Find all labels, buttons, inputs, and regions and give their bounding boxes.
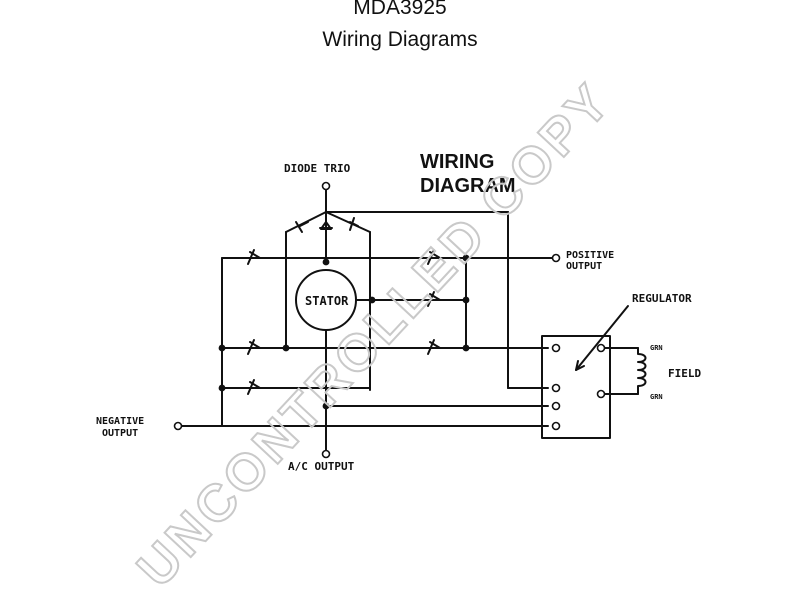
stator: STATOR xyxy=(295,269,373,453)
diode-symbol xyxy=(247,339,261,355)
positive-output-label-1: POSITIVE xyxy=(566,250,614,261)
page-title: MDA3925 xyxy=(353,0,447,19)
positive-output-terminal xyxy=(551,253,561,263)
watermark: UNCONTROLLED COPY xyxy=(126,72,623,599)
negative-output-label-2: OUTPUT xyxy=(102,428,138,439)
diode-trio-terminal xyxy=(321,181,331,191)
diagram-heading-line2: DIAGRAM xyxy=(420,175,516,197)
diode-symbol xyxy=(427,291,441,307)
diode-symbol xyxy=(427,339,441,355)
negative-output-label-1: NEGATIVE xyxy=(96,416,144,427)
regulator-box xyxy=(541,335,611,439)
page-subtitle: Wiring Diagrams xyxy=(322,28,478,51)
ac-output-terminal xyxy=(321,449,331,459)
positive-output-label-2: OUTPUT xyxy=(566,261,602,272)
diode-symbol xyxy=(427,249,441,265)
diagram-heading-line1: WIRING xyxy=(420,151,494,173)
diode-symbol xyxy=(349,217,359,231)
diode-symbol xyxy=(319,221,333,230)
field-coil xyxy=(637,347,647,395)
diode-symbol xyxy=(295,221,309,233)
regulator-leader xyxy=(575,305,629,371)
diode-symbol xyxy=(247,249,261,265)
diode-trio-label: DIODE TRIO xyxy=(284,162,351,175)
field-label: FIELD xyxy=(668,367,701,380)
rectifier-bridge xyxy=(173,249,561,459)
stator-label: STATOR xyxy=(305,294,349,308)
grn-label-top: GRN xyxy=(650,344,663,352)
regulator: REGULATOR GRN GRN FIELD xyxy=(541,292,701,439)
diode-symbol xyxy=(247,379,261,395)
negative-output-terminal xyxy=(173,421,183,431)
ac-output-label: A/C OUTPUT xyxy=(288,460,355,473)
diode-trio xyxy=(285,181,549,391)
grn-label-bottom: GRN xyxy=(650,393,663,401)
regulator-label: REGULATOR xyxy=(632,292,692,305)
